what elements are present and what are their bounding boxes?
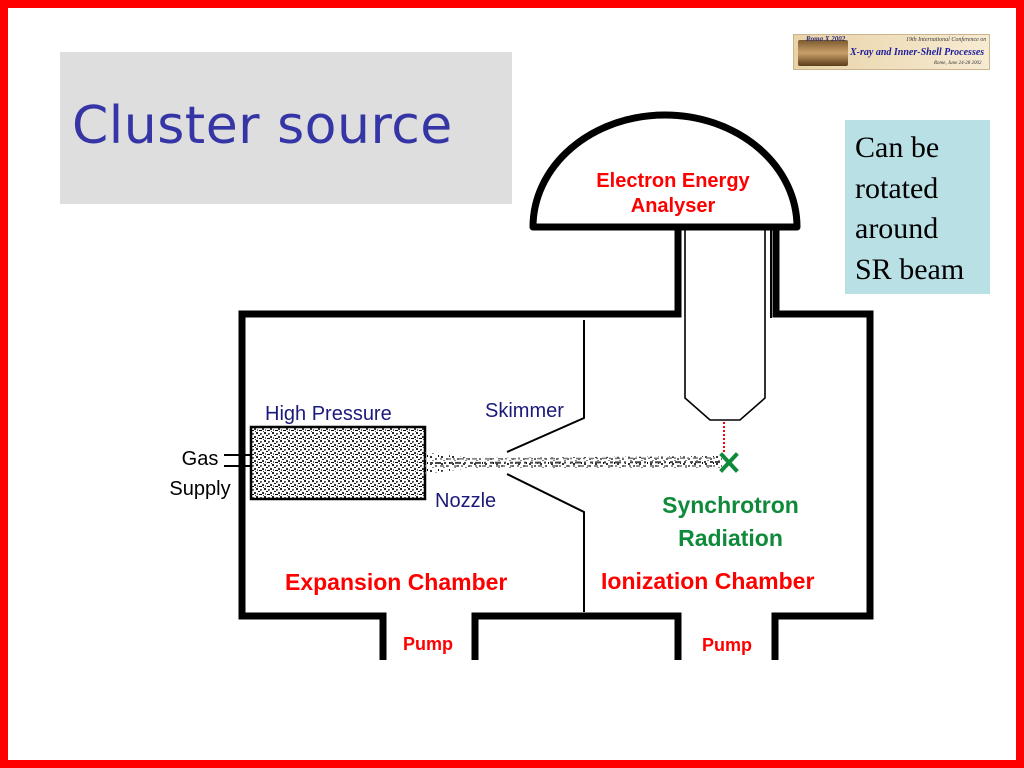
synchrotron-label: Synchrotron Radiation [628,489,833,555]
nozzle-label: Nozzle [435,490,497,512]
analyser-label-line1: Electron Energy [596,170,750,192]
logo-text-3: X-ray and Inner-Shell Processes [850,47,985,58]
title-box: Cluster source [60,52,512,204]
rotation-note-text: Can be rotated around SR beam [855,131,965,286]
synchrotron-cross-icon [719,452,739,473]
synchrotron-label-line2: Radiation [678,525,783,551]
pump-label-right: Pump [702,635,753,655]
analyser-label-line2: Analyser [630,195,716,217]
pump-label-left: Pump [403,634,454,654]
rotation-note: Can be rotated around SR beam [845,120,990,294]
high-pressure-reservoir [249,425,427,501]
expansion-chamber-label: Expansion Chamber [285,569,508,595]
skimmer-label: Skimmer [485,400,564,422]
gas-supply-line2: Supply [169,478,231,500]
synchrotron-label-line1: Synchrotron [662,492,799,518]
gas-supply-tube [224,454,252,467]
ionization-chamber-label: Ionization Chamber [601,568,815,594]
slide-title: Cluster source [72,96,453,156]
high-pressure-label: High Pressure [265,403,392,425]
logo-text-2: 19th International Conference on [906,37,987,43]
logo-bus-image [798,40,848,66]
gas-supply-label: Gas Supply [154,444,246,504]
gas-supply-line1: Gas [181,448,219,470]
logo-text-1: Roma X 2002 [806,35,846,43]
apparatus-diagram [224,111,874,660]
analyser-column [684,230,772,421]
analyser-label: Electron Energy Analyser [558,169,788,219]
cluster-beam [425,452,722,474]
logo-text-4: Rome, June 24-28 2002 [934,61,982,66]
skimmer-wall [506,320,585,612]
conference-logo: Roma X 2002 19th International Conferenc… [793,34,990,70]
analyser-dome [529,111,801,231]
